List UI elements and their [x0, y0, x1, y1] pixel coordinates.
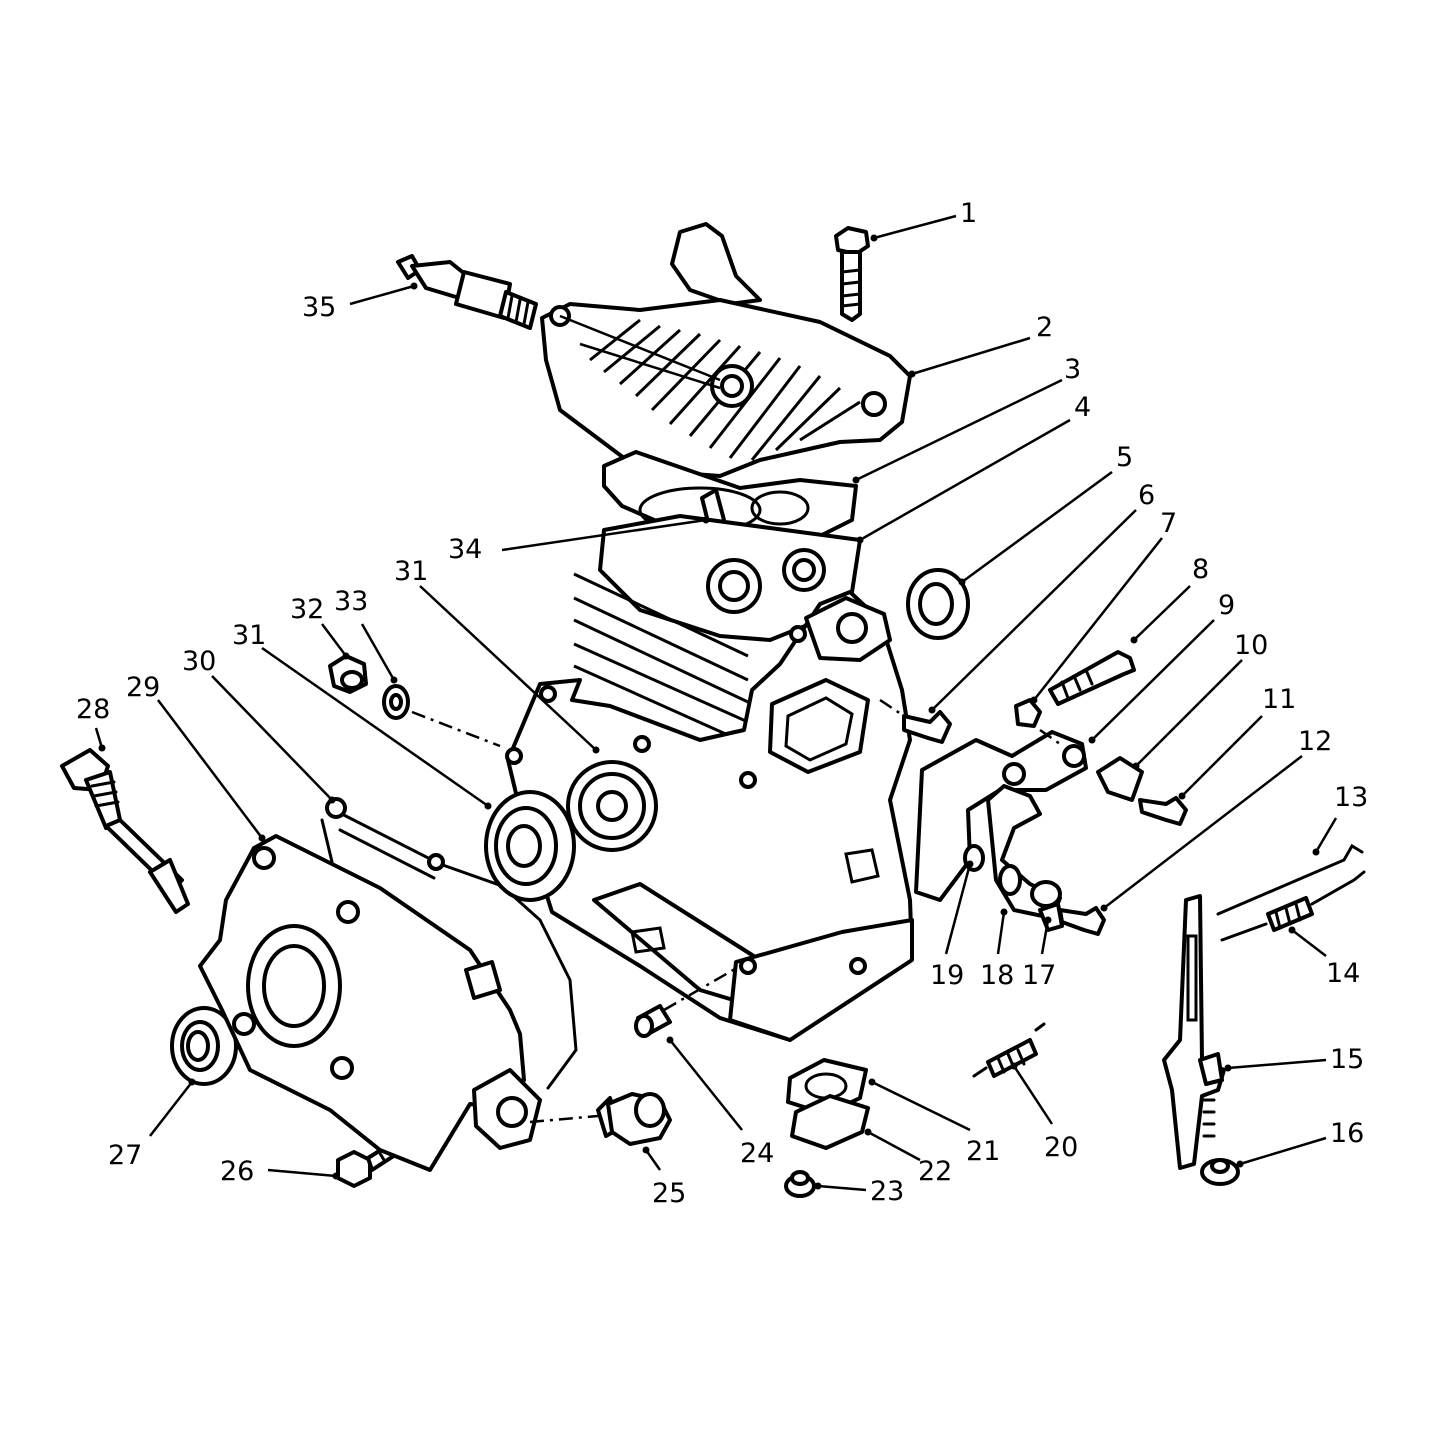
oil-dipstick — [60, 748, 190, 914]
nut-7 — [1014, 698, 1042, 728]
callout-labels: 1 2 3 4 5 6 7 8 9 10 11 12 13 14 15 16 1… — [76, 198, 1368, 1209]
breather-plate — [786, 1058, 870, 1150]
nut-16 — [1200, 1158, 1240, 1186]
nut-32 — [328, 654, 368, 694]
callout-11: 11 — [1262, 684, 1296, 715]
callout-17: 17 — [1022, 960, 1056, 991]
callout-9: 9 — [1218, 590, 1235, 621]
centerline-33 — [411, 710, 501, 748]
callout-31b: 31 — [394, 556, 428, 587]
spark-plug — [396, 254, 538, 330]
bolt-8 — [1048, 650, 1136, 706]
callout-4: 4 — [1074, 392, 1091, 423]
centerline-6 — [879, 698, 905, 718]
callout-1: 1 — [960, 198, 977, 229]
callout-20: 20 — [1044, 1132, 1078, 1163]
cylinder-block — [505, 514, 914, 1042]
leader-lines — [94, 214, 1338, 1192]
callout-27: 27 — [108, 1140, 142, 1171]
callout-35: 35 — [302, 292, 336, 323]
oil-seal-side — [170, 1006, 238, 1086]
callout-16: 16 — [1330, 1118, 1364, 1149]
governor-spring — [1220, 870, 1366, 942]
callout-6: 6 — [1138, 480, 1155, 511]
callout-19: 19 — [930, 960, 964, 991]
callout-25: 25 — [652, 1178, 686, 1209]
callout-10: 10 — [1234, 630, 1268, 661]
callout-13: 13 — [1334, 782, 1368, 813]
cover-gasket — [320, 797, 578, 1090]
oil-drain-plug — [596, 1092, 672, 1146]
screw-23 — [784, 1170, 816, 1198]
clip-10 — [1096, 756, 1144, 802]
callout-8: 8 — [1192, 554, 1209, 585]
callout-12: 12 — [1298, 726, 1332, 757]
control-lever — [1162, 894, 1226, 1170]
callout-2: 2 — [1036, 312, 1053, 343]
callout-26: 26 — [220, 1156, 254, 1187]
callout-29: 29 — [126, 672, 160, 703]
bolt-11 — [1138, 796, 1188, 826]
bolt-6 — [902, 710, 952, 744]
callout-7: 7 — [1160, 508, 1177, 539]
cylinder-head — [540, 222, 912, 478]
callout-15: 15 — [1330, 1044, 1364, 1075]
callout-24: 24 — [740, 1138, 774, 1169]
return-spring — [972, 1022, 1046, 1078]
callout-23: 23 — [870, 1176, 904, 1207]
crankcase-cover — [198, 834, 542, 1172]
governor-arm — [963, 784, 1064, 932]
callout-32: 32 — [290, 594, 324, 625]
centerline-8 — [1039, 728, 1061, 746]
governor-rod — [1216, 843, 1364, 916]
callout-5: 5 — [1116, 442, 1133, 473]
dowel-pin — [634, 1004, 672, 1038]
callout-31a: 31 — [232, 620, 266, 651]
bolt-12 — [1058, 906, 1106, 936]
callout-3: 3 — [1064, 354, 1081, 385]
callout-21: 21 — [966, 1136, 1000, 1167]
callout-34: 34 — [448, 534, 482, 565]
callout-30: 30 — [182, 646, 216, 677]
callout-22: 22 — [918, 1156, 952, 1187]
centerline-25 — [529, 1114, 599, 1124]
oil-seal-top — [906, 568, 970, 640]
ball-bearing-front — [484, 790, 576, 902]
callout-18: 18 — [980, 960, 1014, 991]
head-bolt — [834, 226, 870, 322]
washer-33 — [382, 684, 410, 720]
callout-28: 28 — [76, 694, 110, 725]
callout-33: 33 — [334, 586, 368, 617]
governor-bracket — [914, 730, 1088, 902]
callout-14: 14 — [1326, 958, 1360, 989]
